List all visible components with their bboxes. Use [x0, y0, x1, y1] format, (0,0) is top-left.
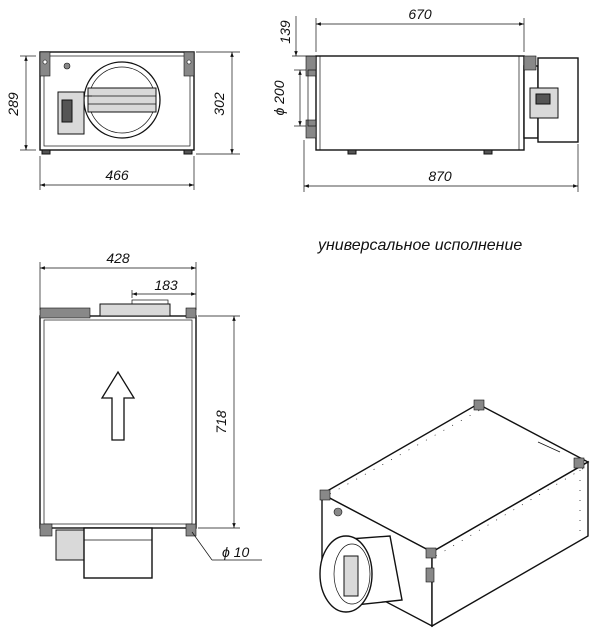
front-height-total-label: 302: [211, 92, 227, 116]
caption: универсальное исполнение: [317, 237, 522, 254]
top-view: 428 183 718 ϕ 10: [39, 250, 262, 579]
top-width-label: 428: [106, 250, 130, 266]
front-height-label: 289: [5, 92, 21, 117]
side-top-offset-label: 139: [277, 20, 293, 44]
front-width-label: 466: [105, 167, 129, 183]
front-view: 289 302 466: [5, 51, 240, 190]
duct-diameter-label: ϕ 200: [271, 80, 287, 115]
top-length-label: 718: [213, 410, 229, 434]
mount-hole-label: ϕ 10: [222, 544, 249, 560]
side-total-length-label: 870: [428, 168, 452, 184]
top-offset-label: 183: [154, 277, 178, 293]
side-length-label: 670: [408, 6, 432, 22]
isometric-view: [319, 399, 590, 628]
side-view: 670 139 ϕ 200 870: [271, 6, 579, 192]
